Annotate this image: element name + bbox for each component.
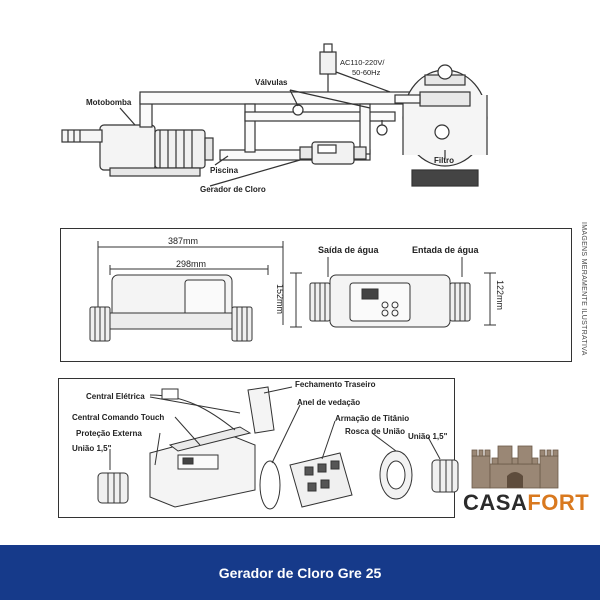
- label-armacao-de-titanio: Armação de Titânio: [335, 414, 410, 423]
- label-central-eletrica: Central Elétrica: [86, 392, 145, 401]
- label-fechamento-traseiro: Fechamento Traseiro: [295, 380, 376, 389]
- footer-title: Gerador de Cloro Gre 25: [218, 564, 382, 581]
- brand-casa: CASA: [463, 490, 528, 515]
- label-valvulas: Válvulas: [255, 78, 288, 87]
- label-uniao-right: União 1,5": [408, 432, 448, 441]
- castle-logo-icon: [471, 445, 559, 489]
- dim-width-outer: 387mm: [168, 236, 199, 246]
- dim-height-right: 122mm: [495, 280, 505, 311]
- diagram-canvas: Motobomba Válvulas Piscina Gerador de Cl…: [58, 43, 589, 518]
- dim-width-inner: 298mm: [176, 259, 207, 269]
- label-motobomba: Motobomba: [86, 98, 132, 107]
- footer-bar: Gerador de Cloro Gre 25: [0, 545, 600, 600]
- label-rosca-de-uniao: Rosca de União: [345, 427, 406, 436]
- label-power-line2: 50-60Hz: [352, 68, 381, 77]
- dimensions-panel: [60, 228, 572, 362]
- label-power-line1: AC110-220V/: [340, 58, 385, 67]
- label-gerador-de-cloro: Gerador de Cloro: [200, 185, 266, 194]
- label-filtro: Filtro: [434, 156, 454, 165]
- side-note: IMAGENS MERAMENTE ILUSTRATIVA: [580, 222, 587, 356]
- exploded-drawing: [97, 386, 459, 510]
- label-central-comando-touch: Central Comando Touch: [72, 413, 165, 422]
- label-protecao-externa: Proteção Externa: [76, 429, 142, 438]
- exploded-panel: [58, 378, 455, 518]
- label-entrada-de-agua: Entada de água: [412, 245, 479, 255]
- label-saida-de-agua: Saída de água: [318, 245, 379, 255]
- brand-logo: CASAFORT: [463, 490, 589, 516]
- dim-height-left: 152mm: [275, 284, 285, 315]
- label-uniao-left: União 1,5": [72, 444, 112, 453]
- label-piscina: Piscina: [210, 166, 239, 175]
- label-anel-de-vedacao: Anel de vedação: [297, 398, 361, 407]
- installation-diagram: [61, 43, 488, 187]
- brand-fort: FORT: [527, 490, 590, 515]
- dimensions-drawing: [89, 241, 496, 342]
